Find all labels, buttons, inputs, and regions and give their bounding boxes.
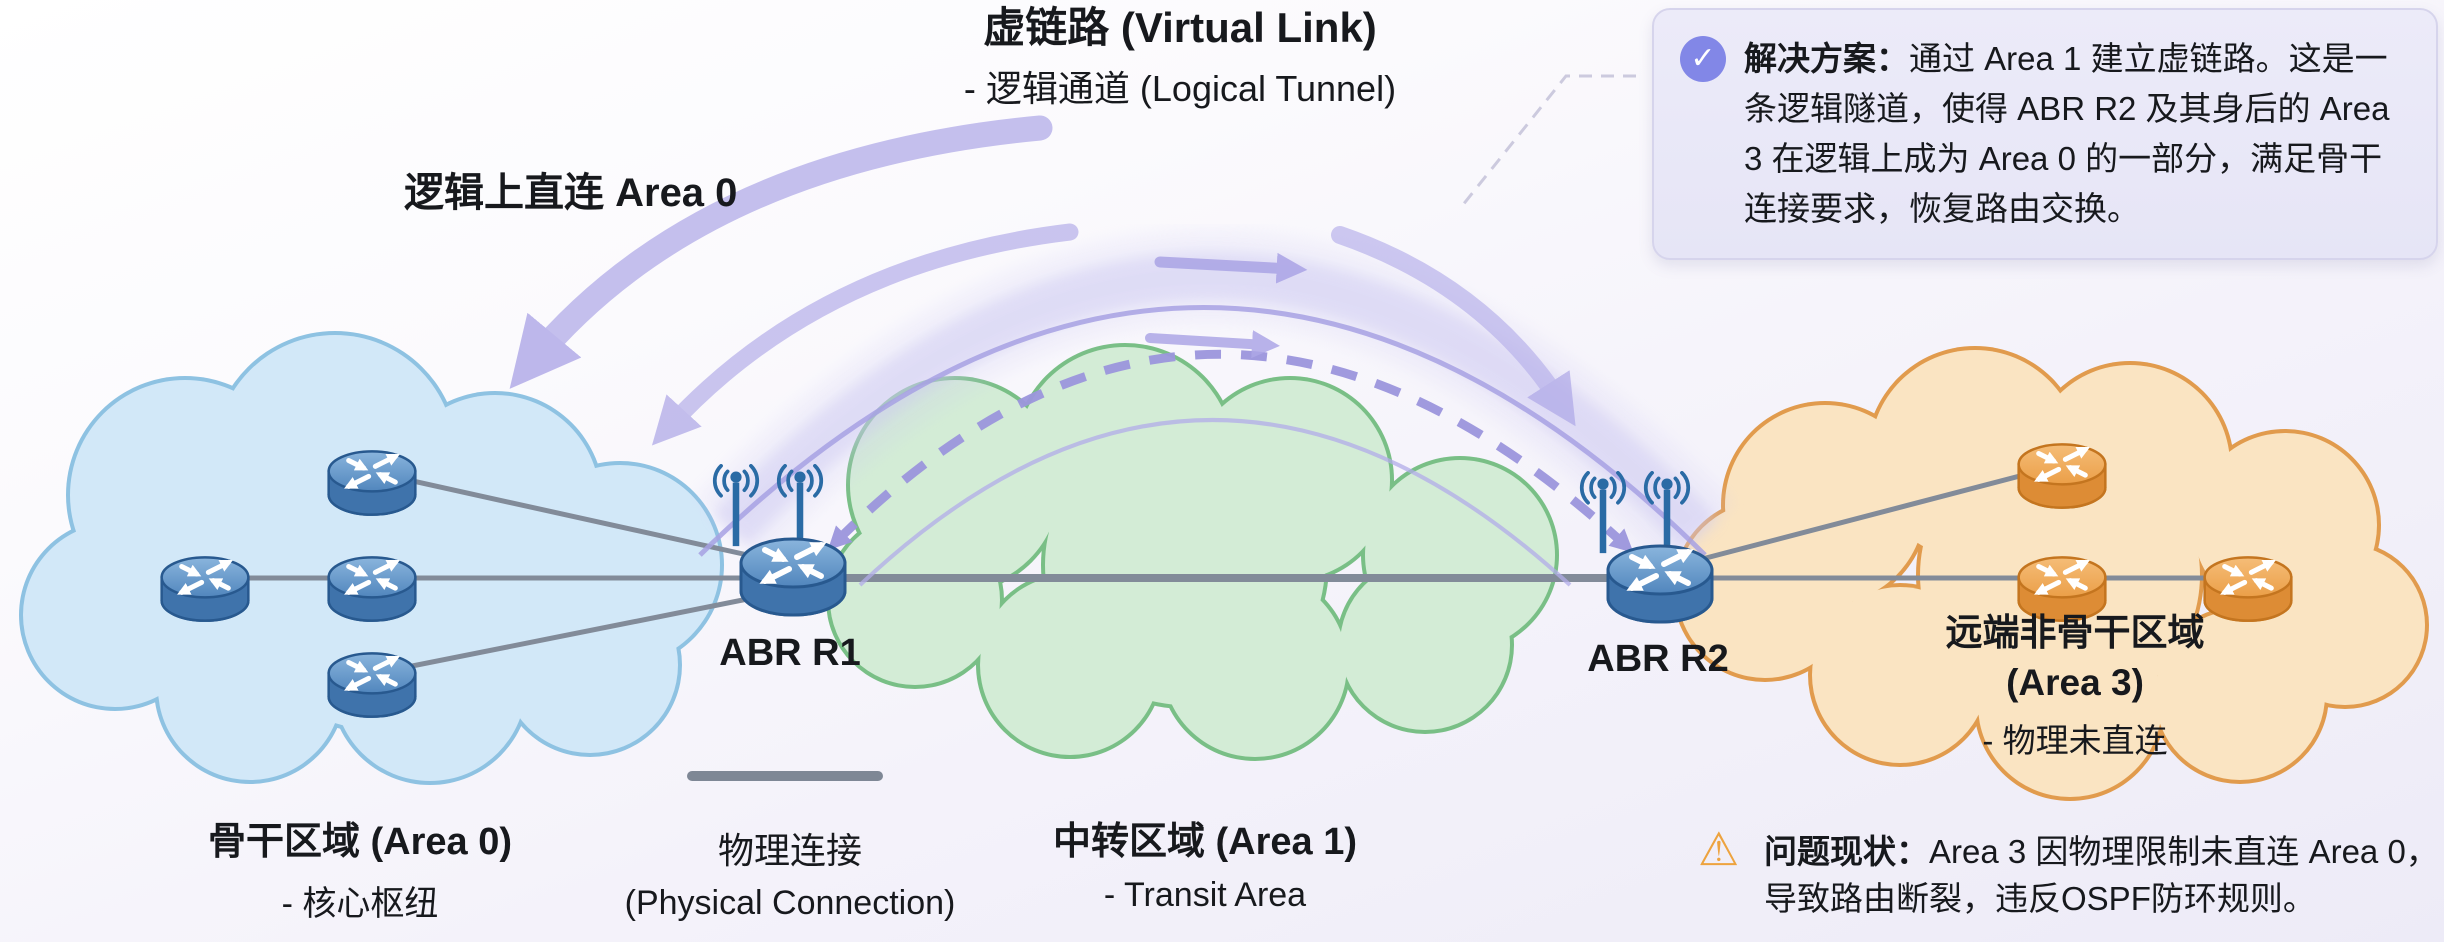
callout-leader-line xyxy=(1460,74,1636,207)
area0-subtitle: - 核心枢纽 xyxy=(281,884,439,923)
virtual-link-arrow-left-inner xyxy=(651,223,1079,446)
area0-title: 骨干区域 (Area 0) xyxy=(207,821,513,863)
area3-note: - 物理未直连 xyxy=(1982,721,2168,759)
router-icon xyxy=(2019,444,2106,507)
solution-callout-body: ✓ 解决方案：通过 Area 1 建立虚链路。这是一条逻辑隧道，使得 ABR R… xyxy=(1680,34,2410,234)
area3-title: 远端非骨干区域 xyxy=(1945,612,2205,653)
diagram-title-block: 虚链路 (Virtual Link) - 逻辑通道 (Logical Tunne… xyxy=(880,4,1480,112)
flow-arrow-mid xyxy=(1145,330,1280,359)
flow-arrow-top xyxy=(1154,252,1308,284)
problem-note-body: ⚠ 问题现状：Area 3 因物理限制未直连 Area 0，导致路由断裂，违反O… xyxy=(1698,823,2444,922)
area1-label-block: 中转区域 (Area 1) - Transit Area xyxy=(1000,820,1410,915)
router-icon xyxy=(1608,546,1712,622)
area1-title: 中转区域 (Area 1) xyxy=(1052,821,1358,863)
solution-heading: 解决方案： xyxy=(1744,40,1909,77)
virtual-link-arc-outer xyxy=(698,305,1707,557)
virtual-link-arrow-right xyxy=(1331,226,1576,427)
physical-connection-subtitle: (Physical Connection) xyxy=(624,884,956,922)
router-icon xyxy=(329,653,416,716)
problem-note: ⚠ 问题现状：Area 3 因物理限制未直连 Area 0，导致路由断裂，违反O… xyxy=(1698,823,2444,922)
area1-subtitle: - Transit Area xyxy=(1103,875,1307,914)
physical-connection-legend: 物理连接 (Physical Connection) xyxy=(585,822,995,923)
logical-link-label: 逻辑上直连 Area 0 xyxy=(404,171,738,215)
area0-label-block: 骨干区域 (Area 0) - 核心枢纽 xyxy=(150,820,570,925)
problem-heading: 问题现状： xyxy=(1764,833,1929,870)
virtual-link-arcs xyxy=(509,115,1735,587)
router-icon xyxy=(162,557,249,620)
virtual-link-dashed-tunnel xyxy=(827,349,1634,553)
virtual-link-arrow-left-outer xyxy=(509,115,1053,389)
page-title: 虚链路 (Virtual Link) xyxy=(983,4,1377,51)
virtual-link-arc-inner xyxy=(858,418,1572,587)
router-icon xyxy=(329,557,416,620)
router-icon xyxy=(329,451,416,514)
router-icon xyxy=(741,539,845,615)
check-circle-icon: ✓ xyxy=(1680,36,1726,82)
area3-label-block: 远端非骨干区域 (Area 3) - 物理未直连 xyxy=(1870,608,2280,762)
connection-line xyxy=(369,587,796,677)
problem-text: Area 3 因物理限制未直连 Area 0，导致路由断裂，违反OSPF防环规则… xyxy=(1764,833,2439,917)
page-subtitle: - 逻辑通道 (Logical Tunnel) xyxy=(963,68,1397,110)
solution-text: 通过 Area 1 建立虚链路。这是一条逻辑隧道，使得 ABR R2 及其身后的… xyxy=(1744,40,2390,227)
solution-callout: ✓ 解决方案：通过 Area 1 建立虚链路。这是一条逻辑隧道，使得 ABR R… xyxy=(1652,8,2438,260)
warning-triangle-icon: ⚠ xyxy=(1698,823,1740,875)
abr-r2-label: ABR R2 xyxy=(1587,638,1729,680)
connection-line xyxy=(369,469,796,568)
area3-id: (Area 3) xyxy=(2006,661,2144,703)
connection-line xyxy=(1657,462,2065,573)
physical-connection-title: 物理连接 xyxy=(717,830,862,871)
abr-r1-label: ABR R1 xyxy=(719,632,861,674)
